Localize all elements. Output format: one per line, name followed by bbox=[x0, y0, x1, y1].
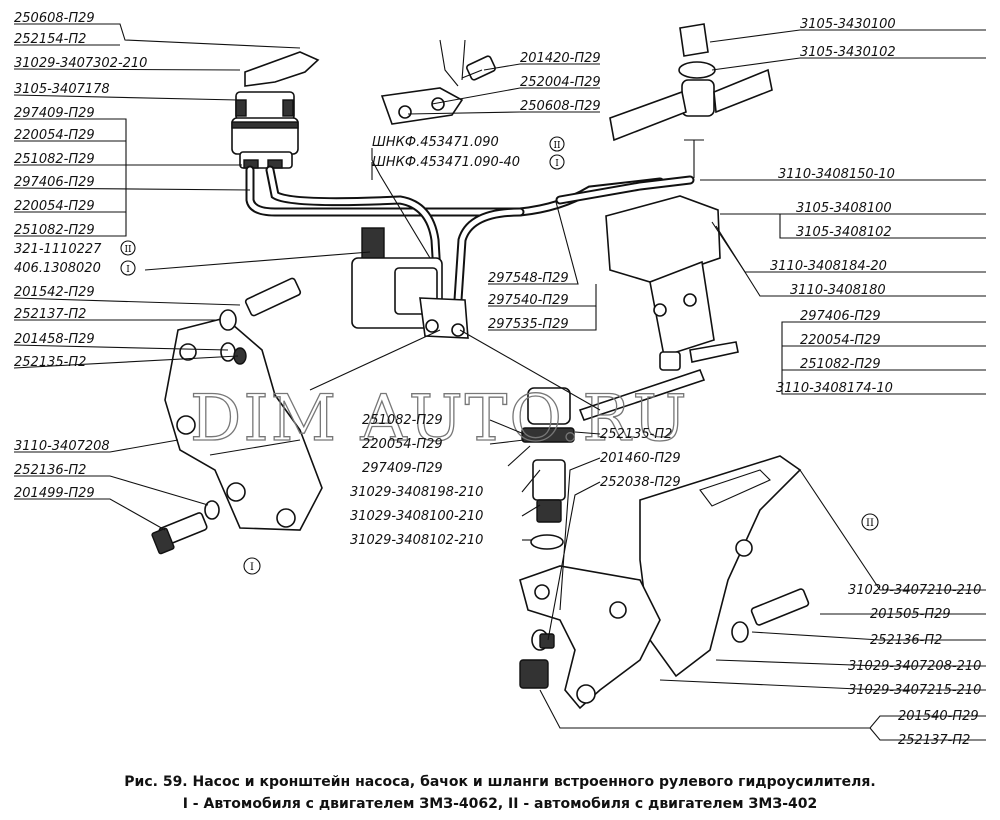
label-201499-p29: 201499-П29 bbox=[14, 486, 95, 501]
label-31029-3408102-210: 31029-3408102-210 bbox=[350, 533, 483, 548]
label-251082-p29: 251082-П29 bbox=[14, 152, 95, 167]
label-31029-3407208-210: 31029-3407208-210 bbox=[848, 659, 981, 674]
label-250608-p29: 250608-П29 bbox=[14, 11, 95, 26]
label-251082-p29-d: 251082-П29 bbox=[362, 413, 443, 428]
label-252135-p2-b: 252135-П2 bbox=[600, 427, 672, 442]
label-shnkf-453471-090: ШНКФ.453471.090 bbox=[372, 135, 499, 150]
steering-gear bbox=[578, 195, 739, 421]
label-251082-p29-c: 251082-П29 bbox=[800, 357, 881, 372]
label-297409-p29-b: 297409-П29 bbox=[362, 461, 443, 476]
svg-text:II: II bbox=[866, 518, 874, 529]
watermark: DIM AUTO.RU bbox=[190, 382, 689, 456]
label-297535-p29: 297535-П29 bbox=[488, 317, 569, 332]
svg-text:II: II bbox=[553, 141, 561, 151]
label-321-1110227: 321-1110227 bbox=[14, 242, 102, 257]
label-220054-p29-c: 220054-П29 bbox=[800, 333, 881, 348]
label-3105-3407178: 3105-3407178 bbox=[14, 82, 110, 97]
figure-caption-line2: I - Автомобиля с двигателем ЗМЗ-4062, II… bbox=[183, 796, 818, 812]
bolt-201542 bbox=[219, 277, 302, 331]
label-shnkf-453471-090-40: ШНКФ.453471.090-40 bbox=[372, 155, 520, 170]
marker-i-left: I bbox=[120, 260, 136, 276]
label-220054-p29-b: 220054-П29 bbox=[14, 199, 95, 214]
figure-caption-line1: Рис. 59. Насос и кронштейн насоса, бачок… bbox=[124, 774, 875, 790]
label-3110-3408174-10: 3110-3408174-10 bbox=[776, 381, 893, 396]
tank-bracket bbox=[380, 39, 466, 125]
bolt-201540 bbox=[519, 629, 555, 689]
label-297409-p29: 297409-П29 bbox=[14, 106, 95, 121]
label-3110-3408150-10: 3110-3408150-10 bbox=[778, 167, 895, 182]
label-250608-p29-b: 250608-П29 bbox=[520, 99, 601, 114]
label-31029-3407302-210: 31029-3407302-210 bbox=[14, 56, 147, 71]
label-220054-p29: 220054-П29 bbox=[14, 128, 95, 143]
pump-assembly bbox=[351, 227, 469, 339]
label-201458-p29: 201458-П29 bbox=[14, 332, 95, 347]
label-3105-3408100: 3105-3408100 bbox=[796, 201, 892, 216]
label-31029-3407210-210: 31029-3407210-210 bbox=[848, 583, 981, 598]
variant-markers: II I II I I II bbox=[120, 136, 879, 575]
label-406-1308020: 406.1308020 bbox=[14, 261, 101, 276]
label-3110-3407208: 3110-3407208 bbox=[14, 439, 110, 454]
svg-text:I: I bbox=[555, 159, 559, 169]
reservoir-tank bbox=[231, 51, 320, 169]
marker-ii-bracket: II bbox=[861, 513, 879, 531]
bolt-201499 bbox=[151, 500, 220, 555]
union-fitting bbox=[521, 387, 575, 550]
label-252136-p2: 252136-П2 bbox=[14, 463, 86, 478]
hoses bbox=[245, 165, 695, 305]
label-31029-3407215-210: 31029-3407215-210 bbox=[848, 683, 981, 698]
marker-ii-top: II bbox=[549, 136, 565, 152]
bolt-201505 bbox=[731, 588, 810, 643]
svg-text:I: I bbox=[250, 562, 254, 573]
banjo-fitting bbox=[609, 23, 773, 178]
label-3110-3408180: 3110-3408180 bbox=[790, 283, 886, 298]
label-201505-p29: 201505-П29 bbox=[870, 607, 951, 622]
label-297406-p29: 297406-П29 bbox=[14, 175, 95, 190]
label-297406-p29-b: 297406-П29 bbox=[800, 309, 881, 324]
label-297548-p29: 297548-П29 bbox=[488, 271, 569, 286]
label-252136-p2-b: 252136-П2 bbox=[870, 633, 942, 648]
label-201460-p29: 201460-П29 bbox=[600, 451, 681, 466]
label-201540-p29: 201540-П29 bbox=[898, 709, 979, 724]
svg-text:II: II bbox=[124, 245, 132, 255]
label-252135-p2: 252135-П2 bbox=[14, 355, 86, 370]
label-252004-p29: 252004-П29 bbox=[520, 75, 601, 90]
marker-i-top: I bbox=[549, 154, 565, 170]
label-31029-3408198-210: 31029-3408198-210 bbox=[350, 485, 483, 500]
label-201542-p29: 201542-П29 bbox=[14, 285, 95, 300]
label-252137-p2: 252137-П2 bbox=[14, 307, 86, 322]
bolt-201420 bbox=[461, 55, 496, 81]
label-252154-p2: 252154-П2 bbox=[14, 32, 86, 47]
label-252137-p2-b: 252137-П2 bbox=[898, 733, 970, 748]
label-3105-3430100: 3105-3430100 bbox=[800, 17, 896, 32]
label-3110-3408184-20: 3110-3408184-20 bbox=[770, 259, 887, 274]
marker-i-bracket: I bbox=[243, 557, 261, 575]
label-297540-p29: 297540-П29 bbox=[488, 293, 569, 308]
label-220054-p29-d: 220054-П29 bbox=[362, 437, 443, 452]
svg-text:I: I bbox=[126, 265, 130, 275]
label-201420-p29: 201420-П29 bbox=[520, 51, 601, 66]
leader-lines bbox=[13, 23, 986, 741]
marker-ii-left: II bbox=[120, 240, 136, 256]
label-251082-p29-b: 251082-П29 bbox=[14, 223, 95, 238]
part-labels: 250608-П29 252154-П2 31029-3407302-210 3… bbox=[14, 11, 981, 748]
label-252038-p29: 252038-П29 bbox=[600, 475, 681, 490]
label-3105-3430102: 3105-3430102 bbox=[800, 45, 896, 60]
label-3105-3408102: 3105-3408102 bbox=[796, 225, 892, 240]
label-31029-3408100-210: 31029-3408100-210 bbox=[350, 509, 483, 524]
pump-bracket-i bbox=[164, 317, 323, 531]
